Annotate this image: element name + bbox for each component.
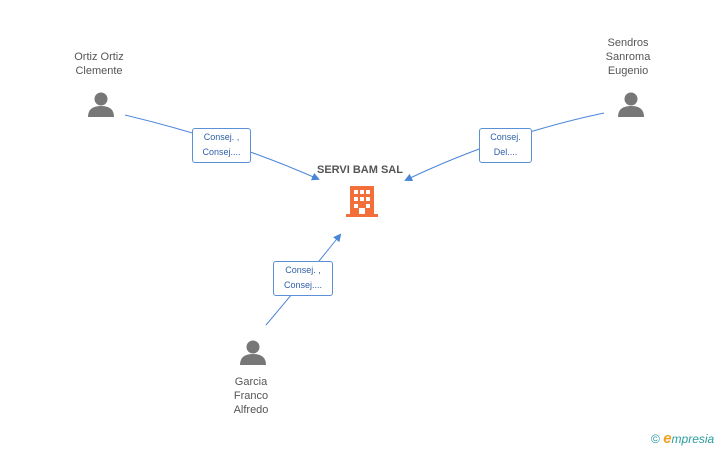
name-line: Sendros <box>607 37 649 49</box>
brand-logo[interactable]: © empresia <box>651 430 714 447</box>
name-line: Garcia <box>234 376 268 388</box>
name-line: Alfredo <box>233 404 269 416</box>
brand-initial: e <box>663 430 672 447</box>
role-label: Consej. <box>490 132 521 142</box>
name-line: Ortiz Ortiz <box>74 51 124 63</box>
copyright-icon: © <box>651 432 660 446</box>
role-label: Consej. , <box>203 132 240 142</box>
role-label: Consej.... <box>283 280 323 290</box>
role-box-ortiz[interactable]: Consej. , Consej.... <box>192 128 251 163</box>
role-label: Consej. , <box>285 265 321 275</box>
name-line: Eugenio <box>607 65 649 77</box>
name-line: Clemente <box>75 65 123 77</box>
person-icon[interactable] <box>618 92 644 118</box>
company-name[interactable]: SERVI BAM SAL <box>317 164 403 176</box>
role-box-sendros[interactable]: Consej. Del.... <box>479 128 532 163</box>
name-line: Franco <box>233 390 269 402</box>
person-icon[interactable] <box>88 92 114 118</box>
role-label: Del.... <box>493 147 518 157</box>
person-name-garcia[interactable]: Garcia Franco Alfredo <box>196 375 306 417</box>
name-line: Sanroma <box>605 51 651 63</box>
role-label: Consej.... <box>202 147 241 157</box>
person-name-sendros[interactable]: Sendros Sanroma Eugenio <box>573 36 683 78</box>
building-icon <box>346 186 378 217</box>
brand-text: mpresia <box>671 432 715 446</box>
role-box-garcia[interactable]: Consej. , Consej.... <box>273 261 333 296</box>
person-icon[interactable] <box>240 340 266 366</box>
person-name-ortiz[interactable]: Ortiz Ortiz Clemente <box>44 50 154 78</box>
